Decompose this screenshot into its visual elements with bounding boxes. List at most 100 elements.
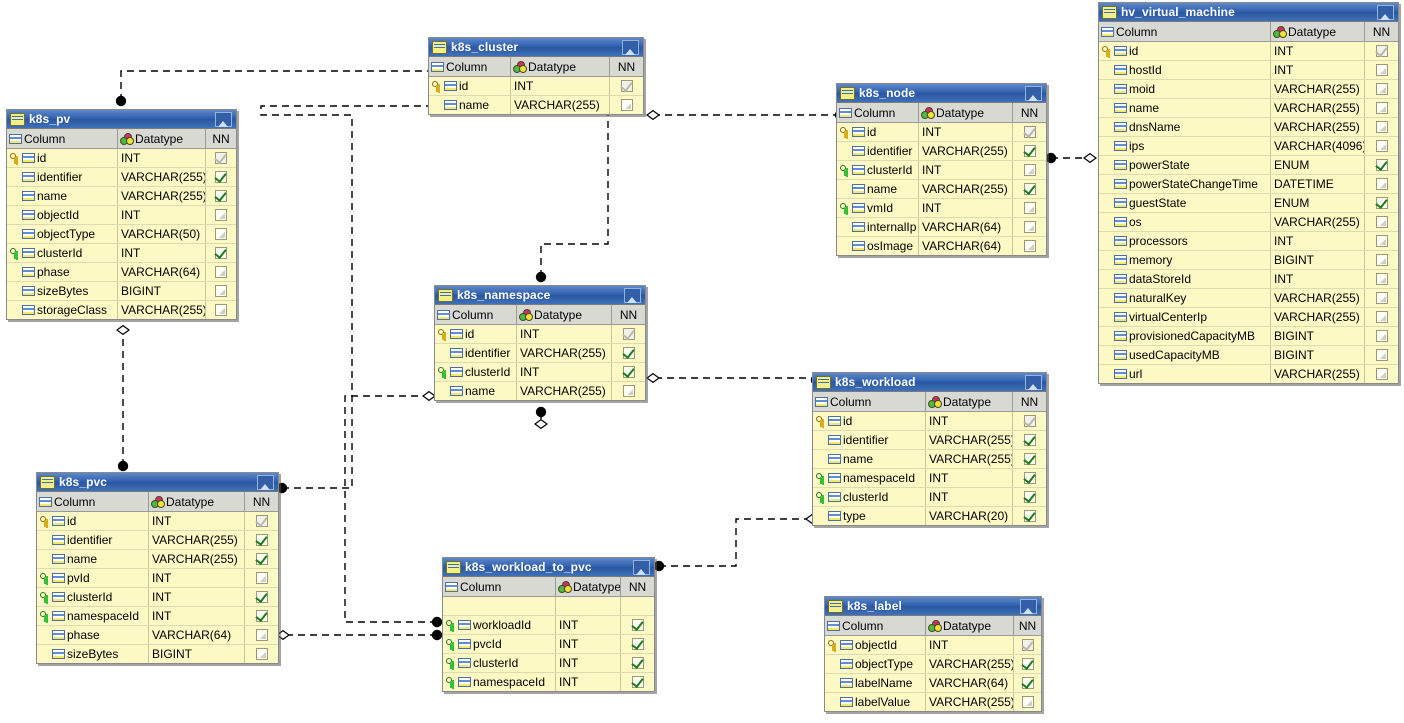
- cell-column-name[interactable]: id: [429, 77, 511, 95]
- table-row[interactable]: [443, 597, 654, 616]
- cell-datatype[interactable]: VARCHAR(64): [919, 237, 1013, 255]
- not-null-checkbox[interactable]: [1021, 696, 1034, 708]
- not-null-checkbox[interactable]: [215, 285, 227, 297]
- cell-column-name[interactable]: virtualCenterIp: [1099, 308, 1271, 326]
- not-null-checkbox[interactable]: [1375, 254, 1388, 266]
- cell-datatype[interactable]: VARCHAR(64): [118, 263, 206, 281]
- cell-datatype[interactable]: INT: [149, 588, 245, 606]
- not-null-checkbox[interactable]: [1023, 510, 1036, 522]
- cell-column-name[interactable]: clusterId: [813, 488, 926, 506]
- cell-column-name[interactable]: clusterId: [837, 161, 919, 179]
- cell-not-null[interactable]: [206, 225, 236, 243]
- cell-not-null[interactable]: [245, 512, 278, 530]
- cell-not-null[interactable]: [245, 550, 278, 568]
- cell-column-name[interactable]: name: [1099, 99, 1271, 117]
- cell-column-name[interactable]: hostId: [1099, 61, 1271, 79]
- cell-datatype[interactable]: VARCHAR(255): [149, 531, 245, 549]
- cell-column-name[interactable]: memory: [1099, 251, 1271, 269]
- not-null-checkbox[interactable]: [255, 610, 268, 622]
- not-null-checkbox[interactable]: [1375, 368, 1388, 380]
- not-null-checkbox[interactable]: [1021, 658, 1034, 670]
- cell-datatype[interactable]: INT: [149, 607, 245, 625]
- cell-column-name[interactable]: pvcId: [443, 635, 556, 653]
- cell-column-name[interactable]: storageClass: [7, 301, 118, 319]
- header-cell-datatype[interactable]: Datatype: [118, 129, 206, 148]
- collapse-icon[interactable]: [1025, 374, 1042, 390]
- cell-datatype[interactable]: VARCHAR(255): [919, 142, 1013, 160]
- cell-datatype[interactable]: BIGINT: [118, 282, 206, 300]
- cell-column-name[interactable]: objectId: [7, 206, 118, 224]
- cell-column-name[interactable]: phase: [7, 263, 118, 281]
- cell-not-null[interactable]: [245, 626, 278, 644]
- cell-column-name[interactable]: moid: [1099, 80, 1271, 98]
- not-null-checkbox[interactable]: [1023, 434, 1036, 446]
- cell-datatype[interactable]: VARCHAR(64): [919, 218, 1013, 236]
- not-null-checkbox[interactable]: [1023, 415, 1036, 427]
- not-null-checkbox[interactable]: [255, 591, 268, 603]
- cell-datatype[interactable]: INT: [149, 569, 245, 587]
- not-null-checkbox[interactable]: [1375, 140, 1388, 152]
- not-null-checkbox[interactable]: [1375, 64, 1388, 76]
- cell-column-name[interactable]: name: [837, 180, 919, 198]
- not-null-checkbox[interactable]: [1375, 83, 1388, 95]
- cell-not-null[interactable]: [1365, 61, 1398, 79]
- cell-datatype[interactable]: VARCHAR(255): [926, 431, 1013, 449]
- cell-datatype[interactable]: VARCHAR(255): [517, 382, 612, 400]
- not-null-checkbox[interactable]: [1023, 126, 1036, 138]
- cell-datatype[interactable]: INT: [919, 199, 1013, 217]
- cell-datatype[interactable]: INT: [926, 412, 1013, 430]
- cell-not-null[interactable]: [1365, 232, 1398, 250]
- cell-datatype[interactable]: BIGINT: [1271, 327, 1365, 345]
- cell-not-null[interactable]: [206, 301, 236, 319]
- cell-column-name[interactable]: guestState: [1099, 194, 1271, 212]
- table-titlebar[interactable]: k8s_pvc: [37, 473, 278, 492]
- collapse-icon[interactable]: [622, 39, 639, 55]
- cell-datatype[interactable]: INT: [118, 149, 206, 167]
- header-cell-datatype[interactable]: Datatype: [919, 103, 1013, 122]
- cell-column-name[interactable]: id: [37, 512, 149, 530]
- cell-not-null[interactable]: [621, 635, 654, 653]
- header-cell-column[interactable]: Column: [825, 616, 926, 635]
- cell-datatype[interactable]: VARCHAR(4096): [1271, 137, 1365, 155]
- collapse-icon[interactable]: [633, 559, 650, 575]
- cell-column-name[interactable]: name: [37, 550, 149, 568]
- cell-column-name[interactable]: name: [7, 187, 118, 205]
- not-null-checkbox[interactable]: [1375, 273, 1388, 285]
- not-null-checkbox[interactable]: [215, 171, 227, 183]
- cell-datatype[interactable]: VARCHAR(255): [926, 655, 1014, 673]
- cell-not-null[interactable]: [1013, 218, 1046, 236]
- cell-not-null[interactable]: [1013, 180, 1046, 198]
- cell-not-null[interactable]: [621, 616, 654, 634]
- cell-not-null[interactable]: [610, 96, 643, 114]
- not-null-checkbox[interactable]: [1375, 216, 1388, 228]
- not-null-checkbox[interactable]: [1023, 472, 1036, 484]
- header-cell-column[interactable]: Column: [429, 57, 511, 76]
- cell-datatype[interactable]: VARCHAR(255): [118, 301, 206, 319]
- cell-not-null[interactable]: [1365, 80, 1398, 98]
- not-null-checkbox[interactable]: [620, 99, 633, 111]
- cell-datatype[interactable]: DATETIME: [1271, 175, 1365, 193]
- not-null-checkbox[interactable]: [1375, 45, 1388, 57]
- cell-column-name[interactable]: name: [429, 96, 511, 114]
- cell-not-null[interactable]: [621, 654, 654, 672]
- cell-column-name[interactable]: type: [813, 507, 926, 525]
- cell-not-null[interactable]: [1013, 237, 1046, 255]
- not-null-checkbox[interactable]: [1023, 491, 1036, 503]
